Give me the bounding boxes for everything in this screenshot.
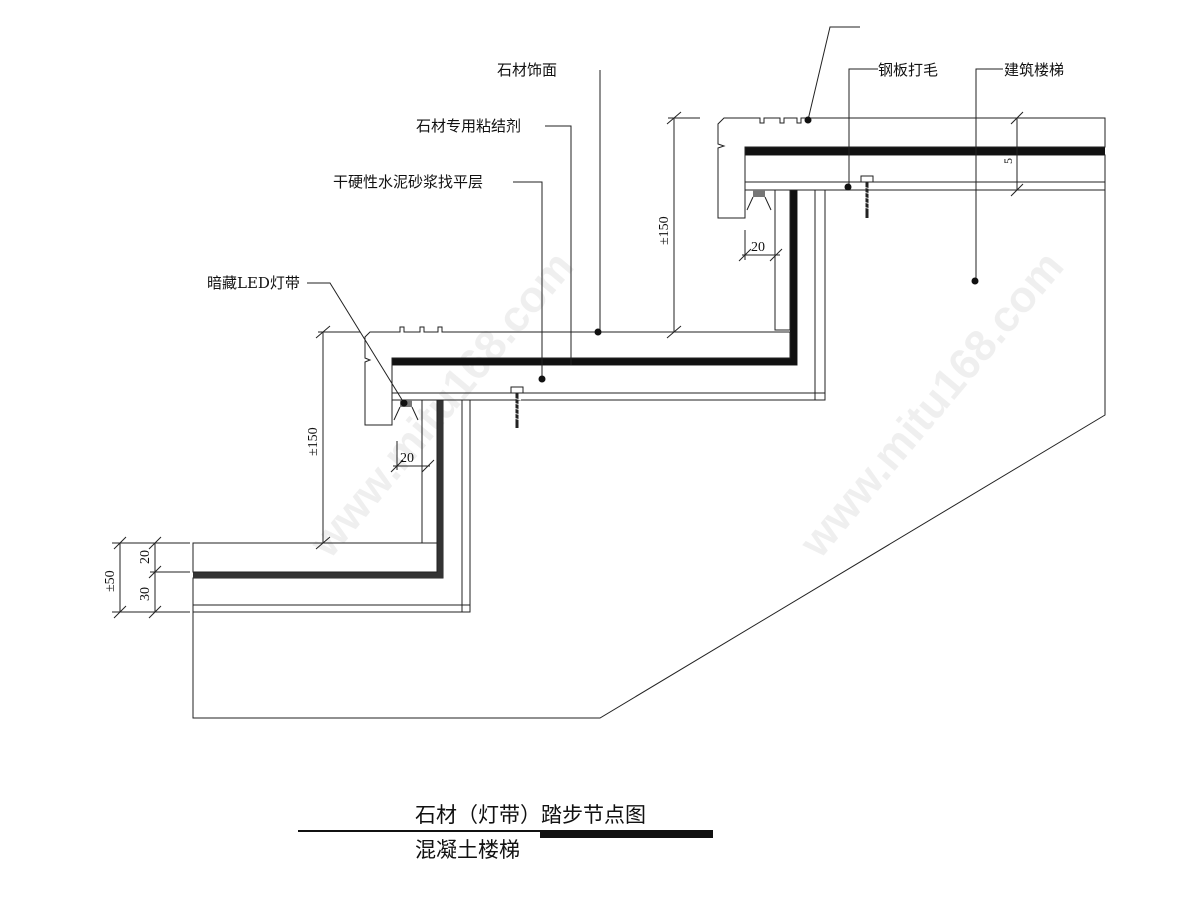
dim-riser-upper: ±150 xyxy=(657,216,672,245)
floor-stone xyxy=(192,542,438,573)
dim-floor-total: ±50 xyxy=(103,570,118,592)
upper-riser-stone xyxy=(774,189,791,331)
dim-floor-mortar: 30 xyxy=(138,587,153,601)
dim-recess-upper: 20 xyxy=(751,240,765,255)
upper-adhesive xyxy=(745,147,1105,155)
label-stone-finish: 石材饰面 xyxy=(497,61,557,79)
label-building-stair: 建筑楼梯 xyxy=(1004,61,1064,79)
middle-tread-stone xyxy=(364,326,791,426)
leader-lines xyxy=(307,26,1003,407)
drawing-title: 石材（灯带）踏步节点图 xyxy=(415,803,646,827)
dim-floor-stone: 20 xyxy=(138,550,153,564)
upper-mortar xyxy=(744,154,1106,183)
concrete-stair xyxy=(192,189,1106,719)
title-underline-thick xyxy=(540,830,713,838)
screw-icon xyxy=(510,386,524,428)
label-mortar-leveling: 干硬性水泥砂浆找平层 xyxy=(333,173,483,191)
middle-adhesive xyxy=(392,190,797,365)
floor-thin-layer xyxy=(192,604,471,613)
dimension-lines xyxy=(112,111,1024,619)
screw-icon xyxy=(860,175,874,218)
led-light-rays xyxy=(746,196,772,211)
label-hidden-led: 暗藏LED灯带 xyxy=(207,274,300,292)
upper-steel-plate xyxy=(744,181,1106,191)
dim-recess-lower: 20 xyxy=(400,451,414,466)
led-light-rays xyxy=(393,406,419,421)
drawing-subtitle: 混凝土楼梯 xyxy=(415,838,520,862)
watermark: www.mitu168.com xyxy=(789,242,1073,567)
upper-riser-thin-layer xyxy=(814,189,826,401)
label-steel-plate: 钢板打毛 xyxy=(878,61,938,79)
title-underline xyxy=(298,830,713,832)
led-strip xyxy=(753,190,765,197)
dim-top-layer: 5 xyxy=(1001,158,1015,164)
upper-tread-stone xyxy=(717,117,1106,219)
dim-riser-lower: ±150 xyxy=(306,427,321,456)
riser-thin-layer xyxy=(461,399,471,613)
label-stone-adhesive: 石材专用粘结剂 xyxy=(416,117,521,135)
